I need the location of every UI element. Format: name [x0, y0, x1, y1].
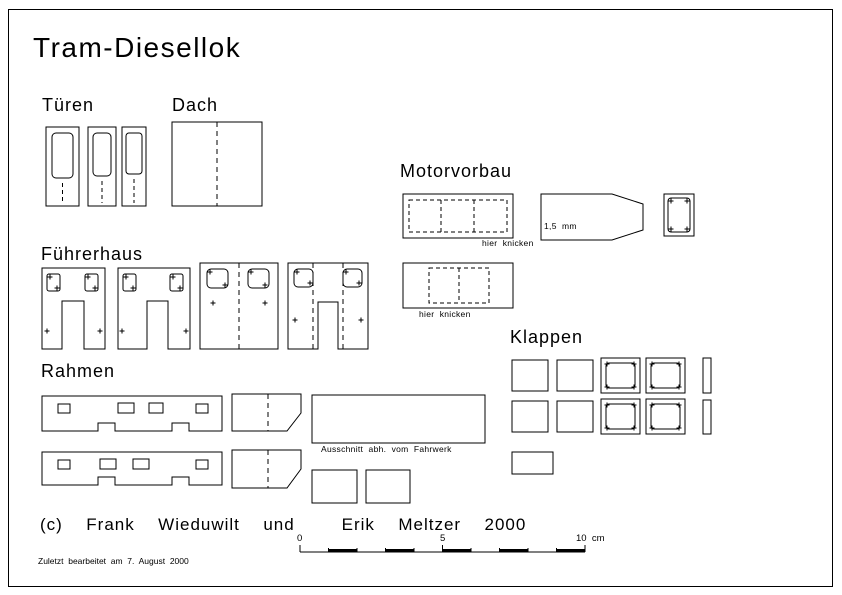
engine-hood-side-piece [540, 193, 644, 241]
engine-hood-bottom-piece [402, 262, 514, 309]
section-label-tueren: Türen [42, 95, 95, 115]
flap-strip-1 [702, 357, 712, 394]
page-border [8, 9, 833, 587]
frame-side-piece-2 [41, 451, 223, 486]
frame-floor-piece [311, 394, 486, 444]
section-label-dach: Dach [172, 95, 219, 115]
section-label-rahmen: Rahmen [41, 361, 116, 381]
scale-label-5: 5 [440, 533, 446, 544]
flap-plain-4 [556, 400, 594, 433]
frame-side-piece-1 [41, 395, 223, 432]
frame-end-piece-2 [231, 449, 302, 489]
section-label-fuehrerhaus: Führerhaus [41, 244, 144, 264]
section-label-motorvorbau: Motorvorbau [400, 161, 513, 181]
frame-small-plate-2 [365, 469, 411, 504]
door-piece-3 [121, 126, 147, 207]
door-piece-2 [87, 126, 117, 207]
cab-side-piece-2 [117, 267, 191, 350]
flap-framed-1 [600, 357, 641, 394]
note-thickness: 1,5 mm [544, 221, 577, 231]
engine-hood-front-piece [663, 193, 695, 237]
scale-label-0: 0 [297, 533, 303, 544]
copyright-line: (c) Frank Wieduwilt und Erik Meltzer 200… [40, 515, 527, 534]
last-edited-note: Zuletzt bearbeitet am 7. August 2000 [38, 556, 189, 566]
door-piece-1 [45, 126, 80, 207]
note-hier-knicken-bottom: hier knicken [419, 309, 471, 319]
flap-framed-2 [645, 357, 686, 394]
page-title: Tram-Diesellok [33, 32, 242, 63]
engine-hood-top-piece [402, 193, 514, 239]
cab-back-piece [287, 262, 369, 350]
cab-front-piece [199, 262, 279, 350]
roof-piece [171, 121, 263, 207]
cab-side-piece-1 [41, 267, 106, 350]
frame-small-plate-1 [311, 469, 358, 504]
flap-plain-1 [511, 359, 549, 392]
section-label-klappen: Klappen [510, 327, 584, 347]
flap-plain-3 [511, 400, 549, 433]
note-hier-knicken-top: hier knicken [482, 238, 534, 248]
scale-bar [299, 545, 586, 553]
frame-end-piece-1 [231, 393, 302, 432]
flap-small-plate [511, 451, 554, 475]
note-ausschnitt: Ausschnitt abh. vom Fahrwerk [321, 444, 452, 454]
flap-strip-2 [702, 399, 712, 435]
scale-label-10: 10 cm [576, 533, 605, 544]
flap-framed-3 [600, 398, 641, 435]
flap-framed-4 [645, 398, 686, 435]
flap-plain-2 [556, 359, 594, 392]
